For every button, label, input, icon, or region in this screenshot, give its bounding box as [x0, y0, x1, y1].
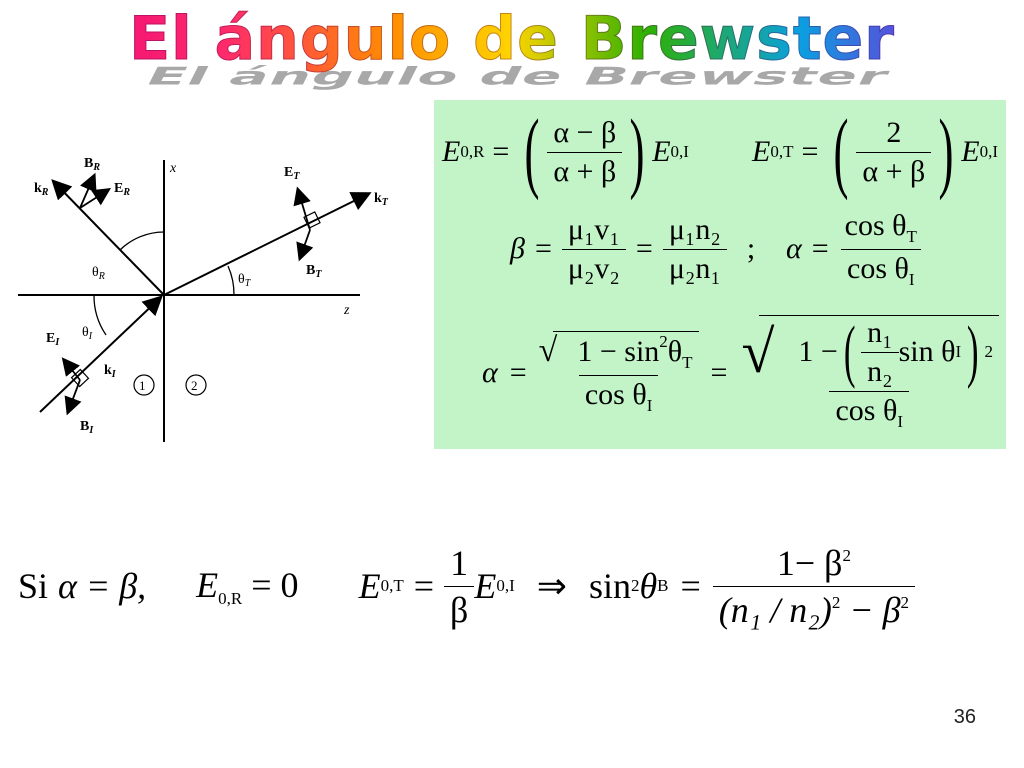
transmitted-ray	[163, 192, 372, 296]
theta-t-arc	[227, 265, 235, 296]
er-zero: E0,R = 0	[196, 564, 299, 608]
medium-1-circle	[133, 374, 155, 396]
theta-t-label: θT	[238, 272, 252, 289]
medium-1-label: 1	[139, 378, 146, 393]
et-vector	[293, 186, 311, 231]
brewster-diagram: kR BR ER x ET kT θR θT BT z EI θI kI BI …	[18, 156, 389, 442]
page-number: 36	[953, 706, 976, 728]
ei-vector	[61, 357, 81, 381]
reflected-ray	[51, 179, 165, 296]
medium-2-circle	[185, 374, 207, 396]
eq-alpha: α = cos θT cos θI	[786, 204, 923, 294]
bi-label: BI	[80, 419, 94, 436]
theta-i-arc	[93, 294, 107, 336]
ei-label: EI	[46, 331, 60, 348]
bt-vector	[296, 229, 314, 262]
slide-title: El ángulo de Brewster	[0, 4, 1024, 75]
er-label: ER	[114, 181, 130, 198]
implies-symbol: ⇒	[536, 566, 567, 606]
kt-label: kT	[374, 191, 389, 208]
et-box	[303, 211, 321, 229]
kr-label: kR	[34, 181, 49, 198]
paren-left: (	[524, 102, 540, 201]
bt-label: BT	[306, 263, 322, 280]
bi-vector	[64, 379, 82, 416]
x-label: x	[169, 161, 177, 176]
si-word: Si	[18, 566, 49, 606]
paren-right: )	[629, 102, 645, 201]
paren-left: (	[833, 102, 849, 201]
ki-label: kI	[104, 363, 117, 380]
br-label: BR	[84, 156, 100, 173]
er-vector	[79, 188, 112, 209]
z-label: z	[343, 303, 350, 318]
paren-right: )	[938, 102, 954, 201]
theta-r-arc	[119, 231, 165, 251]
incident-ray	[39, 295, 163, 413]
et-label: ET	[284, 165, 300, 182]
br-vector	[79, 172, 97, 209]
title-banner: El ángulo de Brewster El ángulo de Brews…	[0, 4, 1024, 104]
theta-r-label: θR	[92, 265, 105, 282]
medium-2-label: 2	[191, 378, 198, 393]
theta-i-label: θI	[82, 325, 93, 342]
